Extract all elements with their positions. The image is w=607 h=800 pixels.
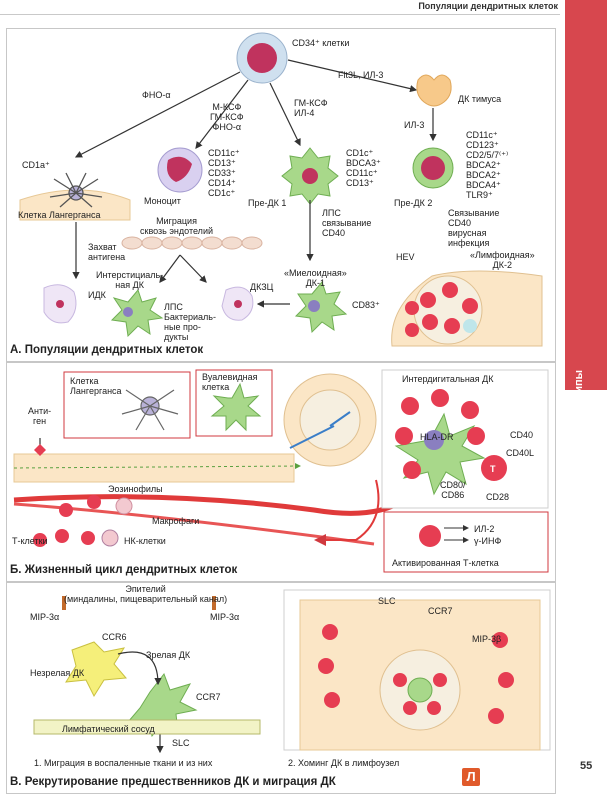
label-myeloid: «Миелоидная» ДК-1 bbox=[284, 268, 347, 288]
lymph-node-b-icon bbox=[283, 373, 377, 467]
label-fno: ФНО-α bbox=[142, 90, 171, 100]
panel-b-title: Б. Жизненный цикл дендритных клеток bbox=[10, 564, 238, 576]
arrow-to-langerhans bbox=[74, 71, 241, 158]
label-ifn: γ-ИНФ bbox=[474, 536, 502, 546]
label-slc2: SLC bbox=[378, 596, 396, 606]
label-gmksf: ГМ-КСФ ИЛ-4 bbox=[294, 98, 328, 118]
label-lps-cd40: ЛПС связывание CD40 bbox=[322, 208, 372, 238]
label-cd40l: CD40L bbox=[506, 448, 535, 458]
eosinophil-icon bbox=[115, 497, 133, 515]
label-mip3b: MIP-3β bbox=[472, 634, 502, 644]
page-number: 55 bbox=[580, 760, 593, 772]
label-monocyte: Моноцит bbox=[144, 196, 181, 206]
dkzc-cell-icon bbox=[221, 286, 254, 321]
label-veiled: Вуалевидная клетка bbox=[202, 372, 258, 392]
label-cd40-binding: Связывание CD40 вирусная инфекция bbox=[448, 208, 500, 248]
label-mip3a-left: MIP-3α bbox=[30, 612, 60, 622]
langerhans-cell-icon bbox=[49, 172, 103, 208]
label-t: Т bbox=[490, 464, 496, 474]
label-cd1a: CD1a⁺ bbox=[22, 160, 50, 170]
label-prdk1: Пре-ДК 1 bbox=[248, 198, 287, 208]
label-cd80: CD80/ CD86 bbox=[440, 480, 466, 500]
label-langerhans: Клетка Лангерганса bbox=[18, 210, 101, 220]
t-cell-icon bbox=[33, 533, 47, 547]
lymph-node-icon bbox=[391, 270, 543, 347]
label-b-langerhans: Клетка Лангерганса bbox=[70, 376, 122, 396]
label-il2: ИЛ-2 bbox=[474, 524, 495, 534]
label-prdk2-markers: CD11c⁺ CD123⁺ CD2/5/7⁽⁺⁾ BDCA2⁺ BDCA2⁺ B… bbox=[466, 130, 509, 200]
label-mksf: М-КСФ ГМ-КСФ ФНО-α bbox=[210, 102, 244, 132]
myeloid-dk1-icon bbox=[294, 280, 348, 334]
label-lymph-vessel: Лимфатический сосуд bbox=[62, 724, 155, 734]
label-antigen: Анти- ген bbox=[28, 406, 52, 426]
header-title: Популяции дендритных клеток bbox=[418, 1, 558, 11]
caption-1: 1. Миграция в воспаленные ткани и из них bbox=[34, 758, 213, 768]
label-flt3: Flt3L, ИЛ-3 bbox=[338, 70, 384, 80]
label-hev: HEV bbox=[396, 252, 415, 262]
label-ccr6: CCR6 bbox=[102, 632, 127, 642]
arrow-to-thymus bbox=[287, 59, 418, 93]
label-interdigital: Интердигитальная ДК bbox=[402, 374, 494, 384]
label-ccr7-2: CCR7 bbox=[428, 606, 453, 616]
chapter-tab: Фундаментальные принципы bbox=[565, 0, 607, 533]
panel-c-title: В. Рекрутирование предшественников ДК и … bbox=[10, 776, 336, 788]
label-prdk2: Пре-ДК 2 bbox=[394, 198, 433, 208]
label-prdk1-markers: CD1c⁺ BDCA3⁺ CD11c⁺ CD13⁺ bbox=[346, 148, 381, 188]
label-activated-t: Активированная Т-клетка bbox=[392, 558, 499, 568]
t-cell-interdigital-icon bbox=[481, 455, 507, 481]
arrow-to-monocyte bbox=[195, 79, 249, 149]
label-immature: Незрелая ДК bbox=[30, 668, 85, 678]
label-dk-thymus: ДК тимуса bbox=[458, 94, 502, 104]
label-il3: ИЛ-3 bbox=[404, 120, 425, 130]
label-t-cells: Т-клетки bbox=[12, 536, 48, 546]
label-capture: Захват антигена bbox=[88, 242, 126, 262]
interstitial-dk-icon bbox=[110, 288, 164, 338]
thymus-icon bbox=[416, 74, 452, 107]
label-hla-dr: HLA-DR bbox=[420, 432, 454, 442]
prdk2-cell-icon bbox=[412, 147, 454, 189]
label-cd34: CD34⁺ клетки bbox=[292, 38, 350, 48]
veiled-cell-icon bbox=[210, 382, 262, 432]
arrow-to-prdk1 bbox=[269, 82, 301, 147]
nk-cell-icon bbox=[101, 529, 119, 547]
label-macrophages: Макрофаги bbox=[152, 516, 200, 526]
immature-dk-icon bbox=[65, 641, 128, 698]
label-slc: SLC bbox=[172, 738, 190, 748]
label-lps-bact: ЛПС Бактериаль- ные про- дукты bbox=[164, 302, 216, 342]
label-eosinophils: Эозинофилы bbox=[108, 484, 163, 494]
endothelium-icon bbox=[121, 236, 263, 250]
monocyte-icon bbox=[157, 147, 203, 193]
publisher-logo: Л bbox=[462, 768, 480, 786]
activated-t-icon bbox=[419, 525, 441, 547]
panel-a-title: А. Популяции дендритных клеток bbox=[10, 344, 204, 356]
label-mip3a-right: MIP-3α bbox=[210, 612, 240, 622]
label-epithelium: Эпителий (миндалины, пищеварительный кан… bbox=[64, 584, 228, 604]
cd34-cell-icon bbox=[236, 32, 288, 84]
label-cd40: CD40 bbox=[510, 430, 534, 440]
page-header: Популяции дендритных клеток bbox=[0, 0, 560, 15]
homing-dk-icon bbox=[407, 677, 433, 703]
label-mature: Зрелая ДК bbox=[146, 650, 191, 660]
label-cd83: CD83⁺ bbox=[352, 300, 380, 310]
caption-2: 2. Хоминг ДК в лимфоузел bbox=[288, 758, 400, 768]
label-idk: ИДК bbox=[88, 290, 106, 300]
idk-cell-icon bbox=[43, 284, 77, 324]
label-nk-cells: НК-клетки bbox=[124, 536, 166, 546]
langerhans-inset-cell-icon bbox=[121, 389, 179, 431]
langerhans-inset bbox=[63, 371, 191, 439]
label-ccr7: CCR7 bbox=[196, 692, 221, 702]
label-lymphoid: «Лимфоидная» ДК-2 bbox=[470, 250, 535, 270]
prdk1-cell-icon bbox=[281, 147, 339, 205]
label-dkzc: ДКЗЦ bbox=[250, 282, 274, 292]
label-migration: Миграция сквозь эндотелий bbox=[140, 216, 213, 236]
label-interstitial: Интерстициаль- ная ДК bbox=[96, 270, 164, 290]
label-cd28: CD28 bbox=[486, 492, 510, 502]
label-monocyte-markers: CD11c⁺ CD13⁺ CD33⁺ CD14⁺ CD1c⁺ bbox=[208, 148, 240, 198]
lymph-vessel-icon bbox=[33, 719, 261, 735]
